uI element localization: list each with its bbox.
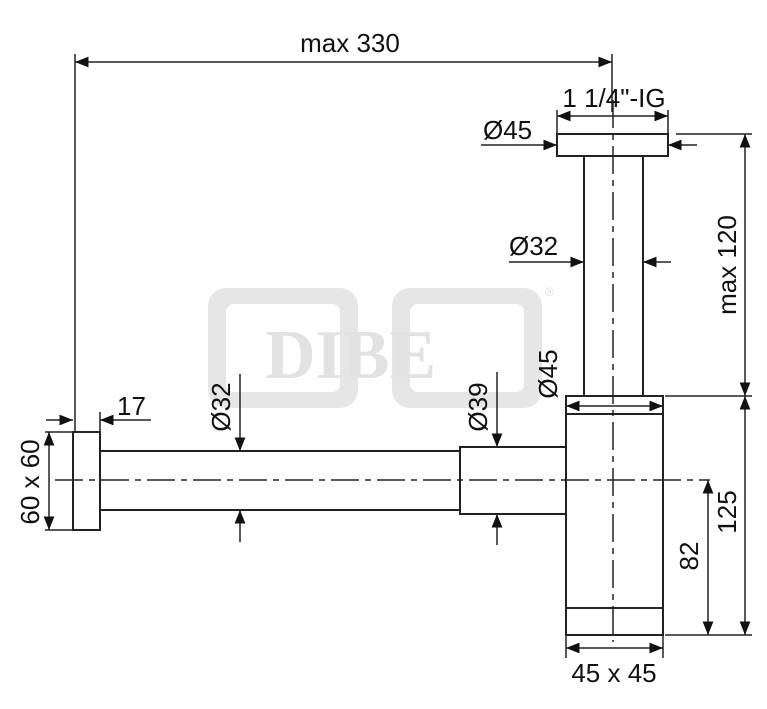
dim-flange-size: 60 x 60 bbox=[15, 439, 45, 524]
registered-mark: ® bbox=[545, 285, 554, 299]
watermark-text: DIBE bbox=[265, 317, 436, 394]
dim-housing-diameter: Ø45 bbox=[533, 349, 563, 398]
watermark-logo: DIBE ® bbox=[208, 285, 554, 408]
housing bbox=[565, 395, 664, 636]
outlet-sleeve bbox=[459, 446, 567, 515]
dim-overall-length: max 330 bbox=[300, 28, 400, 58]
dim-vertical-height: max 120 bbox=[712, 215, 742, 315]
dim-outlet-height: 82 bbox=[674, 542, 704, 571]
dim-vertical-pipe-diameter: Ø32 bbox=[509, 231, 558, 261]
dim-housing-footprint: 45 x 45 bbox=[571, 658, 656, 688]
dim-housing-height: 125 bbox=[712, 490, 742, 533]
dim-horizontal-pipe-diameter: Ø32 bbox=[206, 382, 236, 431]
dim-top-cap-diameter: Ø45 bbox=[483, 115, 532, 145]
dim-thread: 1 1/4"-IG bbox=[562, 83, 665, 113]
dim-flange-thickness: 17 bbox=[117, 391, 146, 421]
dim-outlet-diameter: Ø39 bbox=[463, 382, 493, 431]
wall-flange bbox=[72, 431, 101, 531]
